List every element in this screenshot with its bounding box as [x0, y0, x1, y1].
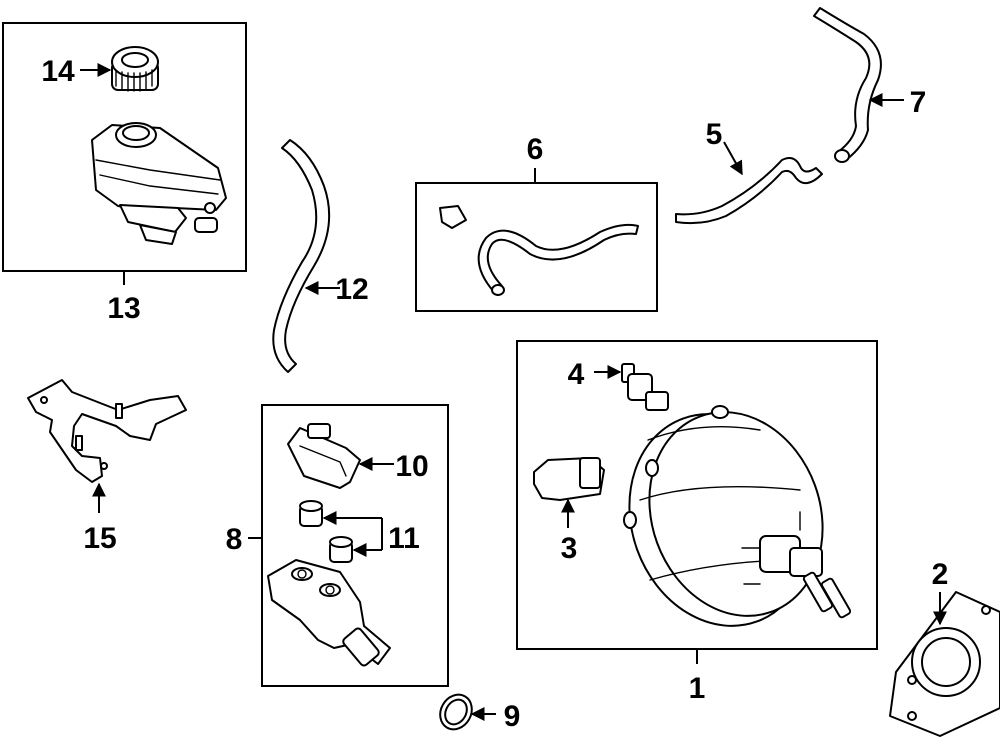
- callout-5: 5: [706, 118, 723, 151]
- callout-4: 4: [568, 358, 585, 391]
- group-box-8: [261, 404, 449, 687]
- callout-9: 9: [504, 700, 521, 733]
- reservoir-body: [91, 122, 227, 245]
- group-box-6: [415, 182, 658, 312]
- callout-10: 10: [395, 450, 428, 483]
- hose-5: [675, 157, 823, 225]
- grommet-11-upper: [299, 500, 323, 527]
- bracket-15: [27, 379, 187, 483]
- callout-14: 14: [41, 55, 75, 88]
- master-cylinder: [267, 559, 391, 667]
- callout-6: 6: [527, 133, 544, 166]
- callout-1: 1: [689, 672, 706, 705]
- callout-3: 3: [561, 532, 578, 565]
- callout-11: 11: [388, 522, 420, 555]
- reservoir-cap: [111, 46, 159, 92]
- vacuum-sensor-3: [533, 457, 605, 501]
- check-valve-4: [621, 363, 669, 411]
- callout-12: 12: [335, 273, 368, 306]
- vacuum-hose-6: [439, 205, 639, 296]
- seal-ring-9: [439, 693, 473, 731]
- level-sensor-10: [287, 423, 361, 489]
- callout-2: 2: [932, 558, 949, 591]
- callout-7: 7: [910, 86, 927, 119]
- gasket-2: [889, 591, 1000, 737]
- callout-13: 13: [107, 292, 140, 325]
- hose-7: [813, 7, 882, 161]
- grommet-11-lower: [329, 536, 353, 563]
- callout-15: 15: [83, 522, 116, 555]
- hose-12: [272, 139, 331, 373]
- callout-8: 8: [226, 523, 243, 556]
- leader-5: [723, 141, 743, 176]
- brake-booster: [623, 405, 852, 627]
